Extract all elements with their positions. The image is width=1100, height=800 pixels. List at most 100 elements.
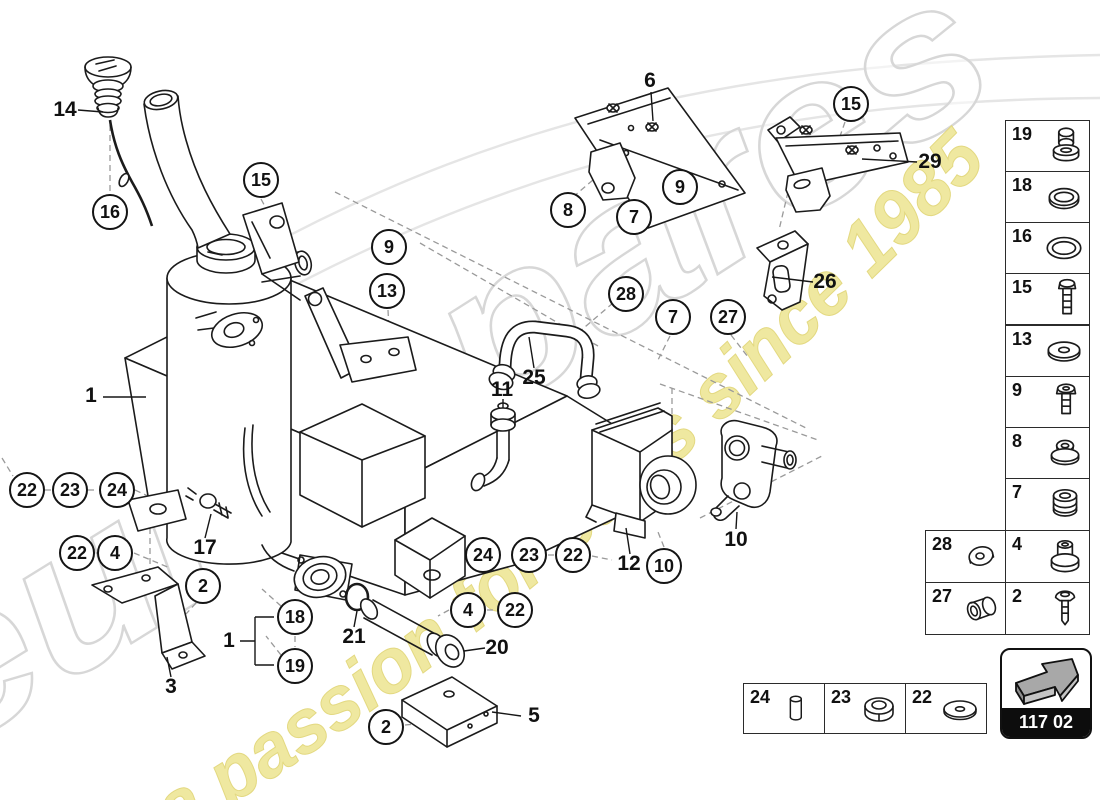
label-10: 10 (724, 528, 748, 551)
label-20: 20 (485, 636, 509, 659)
callout-7[interactable]: 7 (616, 199, 652, 235)
seal-ring-icon (1048, 187, 1080, 210)
callout-28[interactable]: 28 (608, 276, 644, 312)
callout-27[interactable]: 27 (710, 299, 746, 335)
section-badge[interactable]: 117 02 (1000, 648, 1092, 739)
oil-container-drawing (91, 202, 623, 748)
part-number: 13 (1012, 329, 1033, 349)
label-17: 17 (193, 536, 217, 559)
label-26: 26 (813, 270, 837, 293)
part-number: 4 (1012, 534, 1023, 554)
label-11: 11 (490, 378, 514, 401)
sidebar-part-13[interactable]: 13 (1005, 325, 1090, 377)
callout-10[interactable]: 10 (646, 548, 682, 584)
sidebar-part-2[interactable]: 2 (1005, 582, 1090, 635)
callout-23[interactable]: 23 (52, 472, 88, 508)
tank-foot-bracket (127, 424, 271, 532)
leader-lines (77, 91, 918, 717)
callout-22b[interactable]: 22 (59, 535, 95, 571)
pin-icon (789, 695, 802, 721)
bottom-part-22[interactable]: 22 (905, 683, 987, 734)
bracket-10-drawing (710, 419, 797, 522)
z-bracket (91, 566, 206, 670)
pump-drawing (585, 402, 697, 539)
callout-19[interactable]: 19 (277, 648, 313, 684)
label-1: 1 (85, 384, 97, 407)
filler-cap-drawing (84, 56, 154, 227)
callout-9b[interactable]: 9 (662, 169, 698, 205)
callout-23b[interactable]: 23 (511, 537, 547, 573)
collar-ring-icon (864, 696, 894, 722)
tube-drawing (359, 598, 466, 668)
callout-24[interactable]: 24 (99, 472, 135, 508)
outlet-flange (195, 311, 264, 349)
lower-right-bracket (394, 517, 466, 599)
metal-sleeve-icon (966, 595, 997, 621)
sidebar-part-15[interactable]: 15 (1005, 273, 1090, 325)
support-plate (401, 676, 498, 748)
part-number: 22 (912, 687, 933, 707)
callout-4b[interactable]: 4 (450, 592, 486, 628)
callout-24b[interactable]: 24 (465, 537, 501, 573)
bracket-6-drawing (574, 87, 746, 229)
sidebar-part-4[interactable]: 4 (1005, 530, 1090, 583)
section-arrow-icon (1015, 658, 1079, 705)
callout-22d[interactable]: 22 (497, 592, 533, 628)
callout-9[interactable]: 9 (371, 229, 407, 265)
part-number: 18 (1012, 175, 1033, 195)
filler-neck-drawing (143, 89, 231, 249)
tank-top-bracket (242, 202, 301, 301)
label-12: 12 (617, 552, 641, 575)
label-6: 6 (644, 69, 656, 92)
callout-15[interactable]: 15 (243, 162, 279, 198)
callout-13[interactable]: 13 (369, 273, 405, 309)
part-number: 28 (932, 534, 953, 554)
sidebar-part-27[interactable]: 27 (925, 582, 1006, 635)
rubber-bushing-icon (1052, 488, 1078, 517)
part-number: 9 (1012, 380, 1023, 400)
sidebar-part-9[interactable]: 9 (1005, 376, 1090, 428)
label-14: 14 (53, 98, 77, 121)
sidebar-part-7[interactable]: 7 (1005, 478, 1090, 531)
callout-2[interactable]: 2 (185, 568, 221, 604)
grommet-icon (1050, 439, 1080, 466)
tank-recess (299, 403, 426, 528)
hose-drawing (488, 320, 601, 400)
callout-7b[interactable]: 7 (655, 299, 691, 335)
callout-2b[interactable]: 2 (368, 709, 404, 745)
pan-screw-icon (1054, 589, 1076, 626)
part-number: 23 (831, 687, 852, 707)
outlet-coupling (261, 544, 353, 601)
callout-22c[interactable]: 22 (555, 537, 591, 573)
thick-washer-icon (968, 545, 995, 566)
part-number: 24 (750, 687, 771, 707)
callout-22[interactable]: 22 (9, 472, 45, 508)
washer-icon (943, 699, 977, 720)
part-number: 19 (1012, 124, 1033, 144)
sidebar-part-19[interactable]: 19 (1005, 120, 1090, 172)
label-5: 5 (528, 704, 540, 727)
label-3: 3 (165, 675, 177, 698)
sidebar-part-18[interactable]: 18 (1005, 171, 1090, 223)
callout-16[interactable]: 16 (92, 194, 128, 230)
sidebar-part-16[interactable]: 16 (1005, 222, 1090, 274)
spacer-sleeve-icon (1050, 539, 1080, 572)
bracket-26-drawing (756, 230, 809, 311)
callout-4[interactable]: 4 (97, 535, 133, 571)
sidebar-part-8[interactable]: 8 (1005, 427, 1090, 479)
flat-washer-icon (1047, 341, 1081, 362)
bottom-part-24[interactable]: 24 (743, 683, 825, 734)
bottom-part-23[interactable]: 23 (824, 683, 906, 734)
oil-sensor (185, 487, 232, 519)
part-number: 8 (1012, 431, 1023, 451)
part-number: 15 (1012, 277, 1033, 297)
callout-18[interactable]: 18 (277, 599, 313, 635)
o-ring-drawing (344, 582, 370, 612)
valve-drawing (470, 402, 516, 492)
callout-8[interactable]: 8 (550, 192, 586, 228)
label-1b: 1 (223, 629, 235, 652)
sidebar-part-28[interactable]: 28 (925, 530, 1006, 583)
callout-15b[interactable]: 15 (833, 86, 869, 122)
part-number: 2 (1012, 586, 1023, 606)
